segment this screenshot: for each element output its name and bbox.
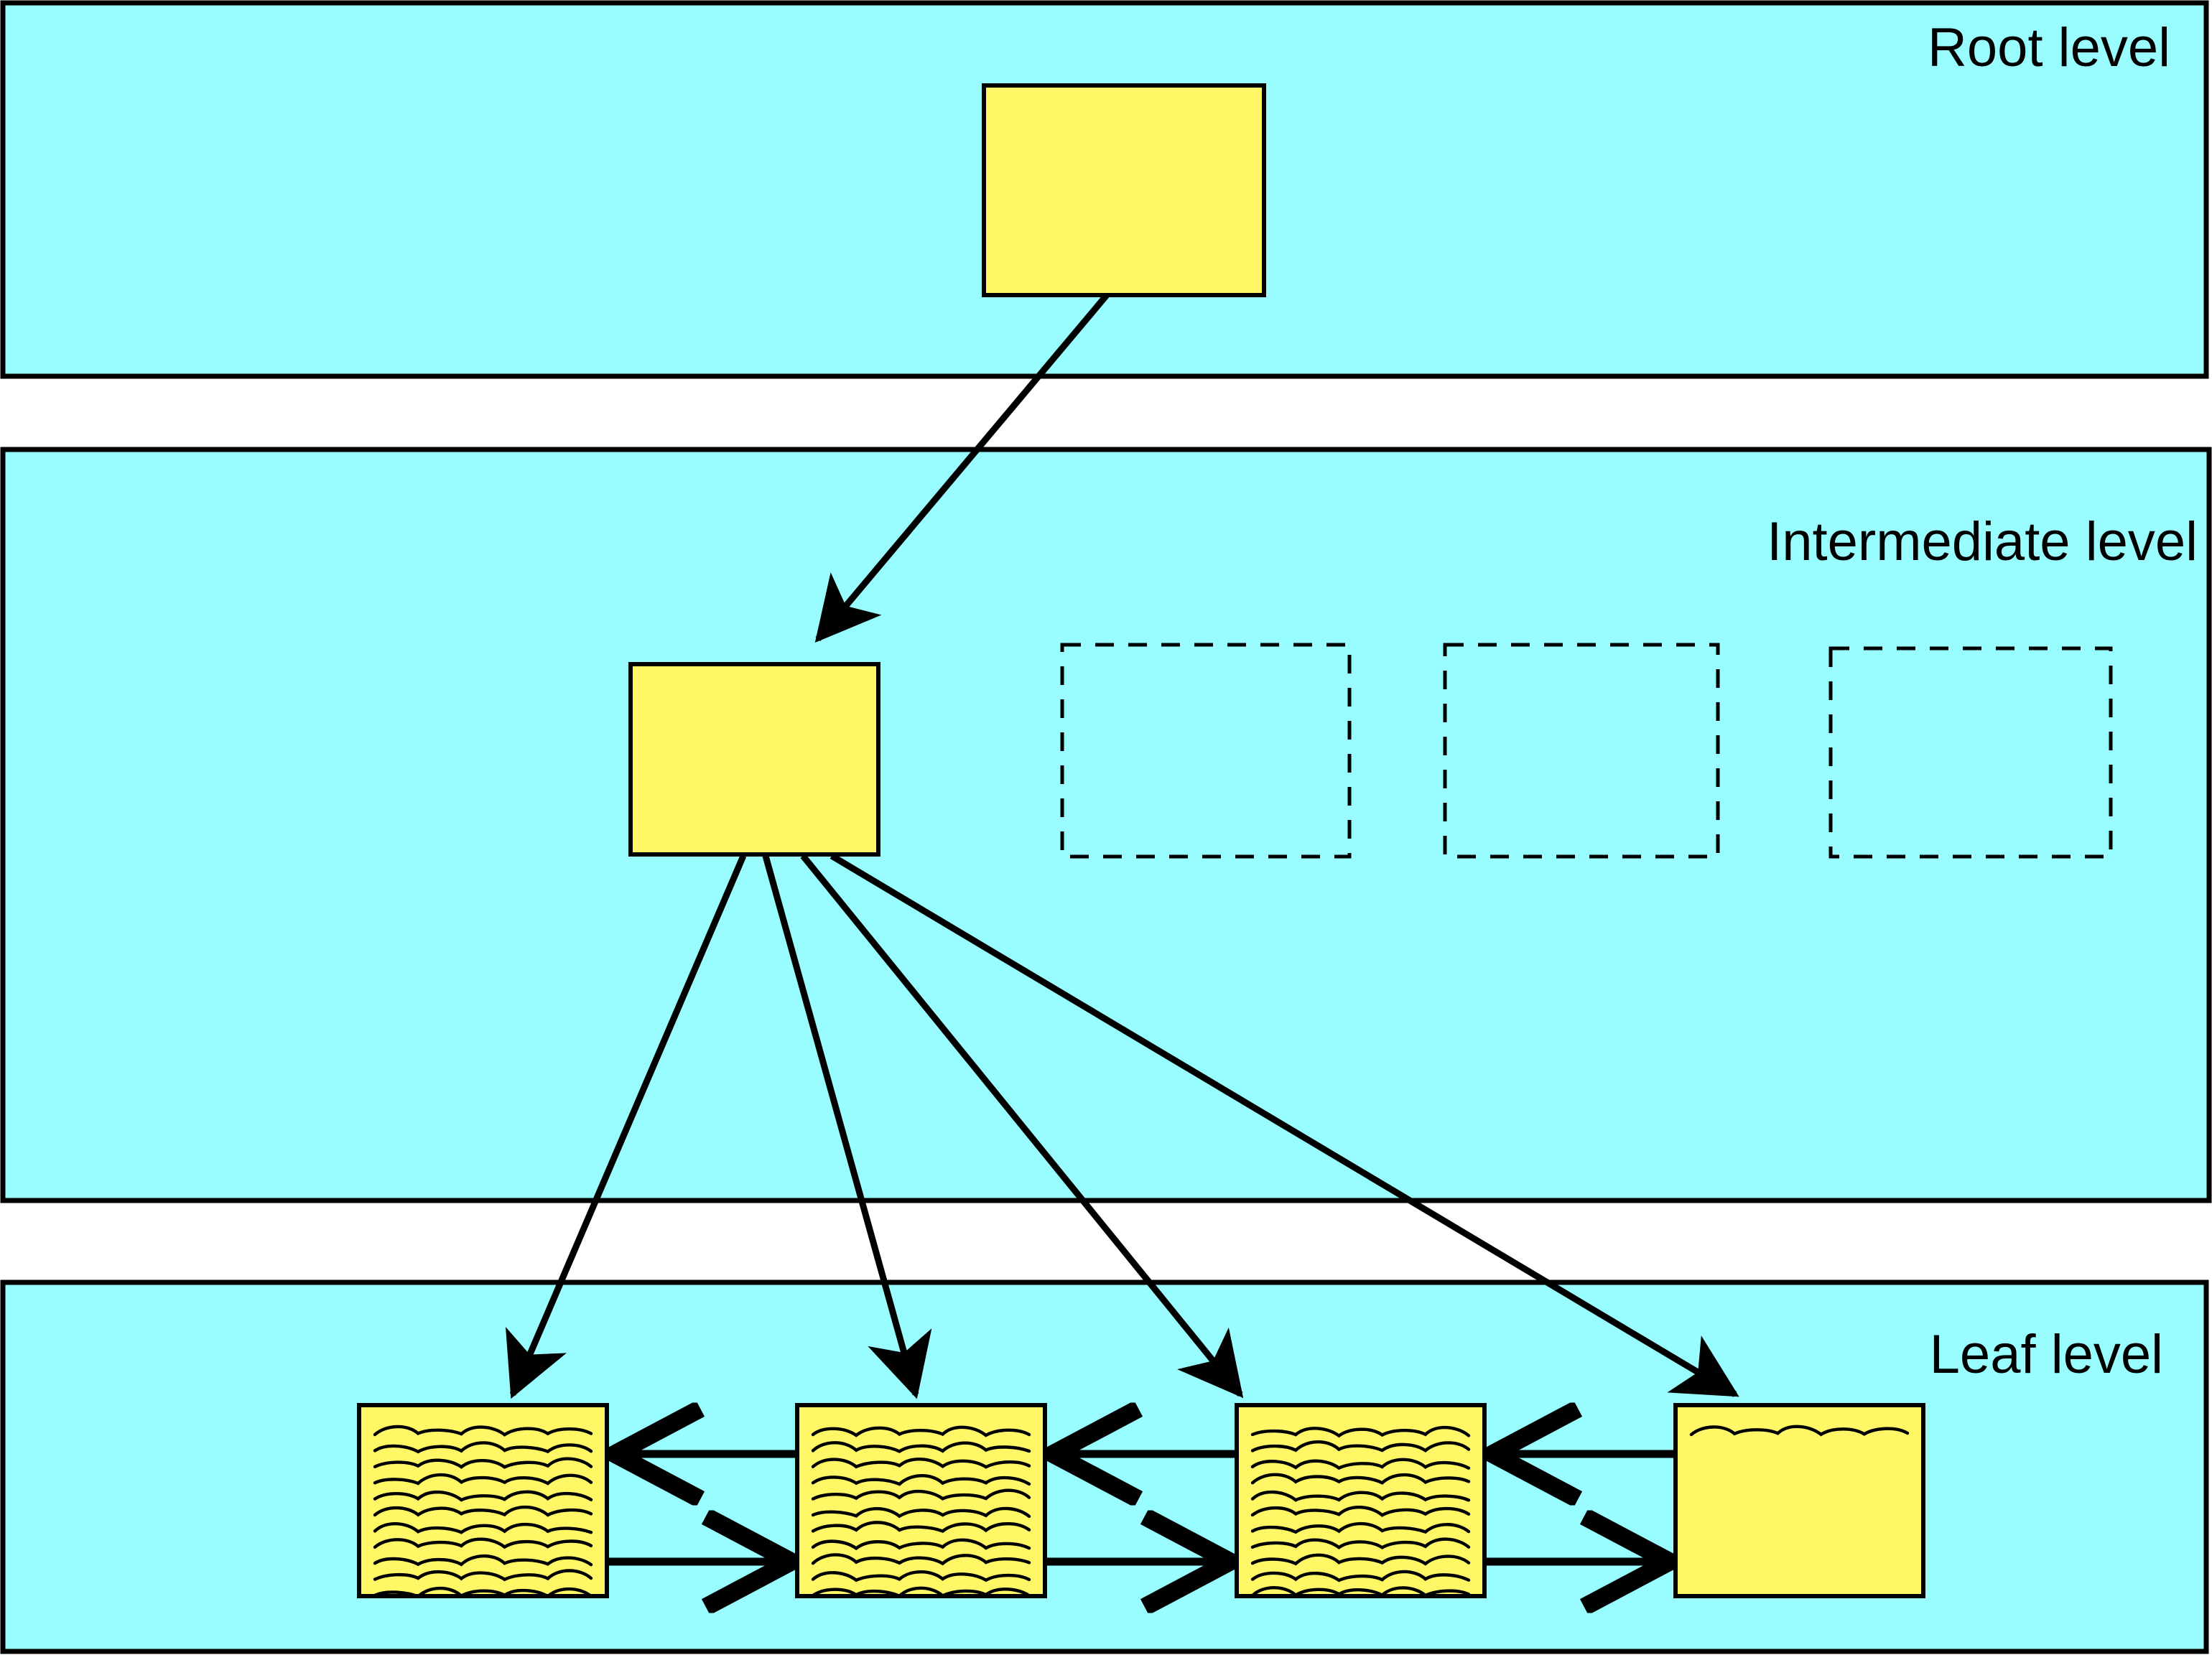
leaf-content-line (1250, 1505, 1471, 1517)
leaf-content-line (811, 1506, 1031, 1519)
leaf-node-4[interactable] (1673, 1403, 1925, 1598)
leaf-content-line (811, 1538, 1031, 1551)
intermediate-placeholder-2[interactable] (1443, 643, 1720, 859)
leaf-content-line (811, 1553, 1031, 1566)
intermediate-node-rect[interactable] (628, 662, 880, 857)
leaf-content-line (1250, 1440, 1471, 1453)
edge-intermediate-to-leaf-4 (830, 853, 1739, 1397)
leaf-content-line (1250, 1553, 1471, 1566)
leaf-content-line (811, 1521, 1031, 1534)
level-band-intermediate-rect (0, 447, 2212, 1203)
leaf-content-line (1250, 1425, 1471, 1438)
leaf-content-line (373, 1554, 593, 1567)
leaf-node-3[interactable] (1235, 1403, 1487, 1598)
leaf-content-line (811, 1474, 1031, 1486)
root-node-rect[interactable] (982, 83, 1266, 297)
leaf-node-3-rect[interactable] (1235, 1403, 1487, 1598)
leaf-content-line (811, 1441, 1031, 1453)
leaf-node-4-rect[interactable] (1673, 1403, 1925, 1598)
leaf-content-line (373, 1425, 593, 1437)
intermediate-node[interactable] (628, 662, 880, 857)
leaf-content-line (1250, 1522, 1471, 1534)
intermediate-placeholder-1[interactable] (1060, 643, 1352, 859)
leaf-content-line (373, 1586, 593, 1599)
leaf-content-line (811, 1458, 1031, 1469)
root-node[interactable] (982, 83, 1266, 297)
leaf-content-line (1689, 1425, 1910, 1437)
leaf-content-line (373, 1505, 593, 1517)
leaf-content-line (373, 1473, 593, 1486)
leaf-content-line (1250, 1490, 1471, 1502)
leaf-content-line (811, 1488, 1031, 1501)
leaf-chain-edge-group (607, 1454, 1676, 1562)
leaf-content-line (811, 1586, 1031, 1598)
leaf-content-line (373, 1457, 593, 1469)
leaf-content-line (373, 1537, 593, 1549)
leaf-content-line (373, 1569, 593, 1582)
level-label-intermediate: Intermediate level (1767, 511, 2198, 572)
edge-intermediate-to-leaf-1 (505, 854, 747, 1399)
level-label-root: Root level (1928, 17, 2170, 78)
leaf-node-1[interactable] (357, 1403, 609, 1599)
leaf-content-line (373, 1441, 593, 1454)
leaf-node-2[interactable] (795, 1403, 1047, 1598)
leaf-content-line (1250, 1570, 1471, 1582)
leaf-content-line (1250, 1586, 1471, 1598)
leaf-node-2-rect[interactable] (795, 1403, 1047, 1598)
level-label-leaf: Leaf level (1930, 1324, 2163, 1385)
edge-intermediate-to-leaf-3 (800, 854, 1244, 1399)
leaf-content-line (811, 1570, 1031, 1582)
edge-intermediate-to-leaf-2 (762, 854, 932, 1399)
leaf-content-line (1250, 1537, 1471, 1549)
leaf-content-line (1250, 1458, 1471, 1470)
leaf-content-line (373, 1490, 593, 1502)
leaf-content-line (811, 1425, 1031, 1437)
edge-root-to-intermediate (814, 293, 1110, 643)
level-band-intermediate: Intermediate level (0, 447, 2212, 1203)
intermediate-placeholder-3[interactable] (1828, 646, 2113, 859)
leaf-node-group (357, 1403, 1925, 1599)
leaf-content-line (373, 1521, 593, 1534)
tree-edge-group (505, 293, 1739, 1399)
intermediate-placeholder-group (1060, 643, 2113, 859)
leaf-node-1-rect[interactable] (357, 1403, 609, 1598)
leaf-content-line (1250, 1473, 1471, 1485)
